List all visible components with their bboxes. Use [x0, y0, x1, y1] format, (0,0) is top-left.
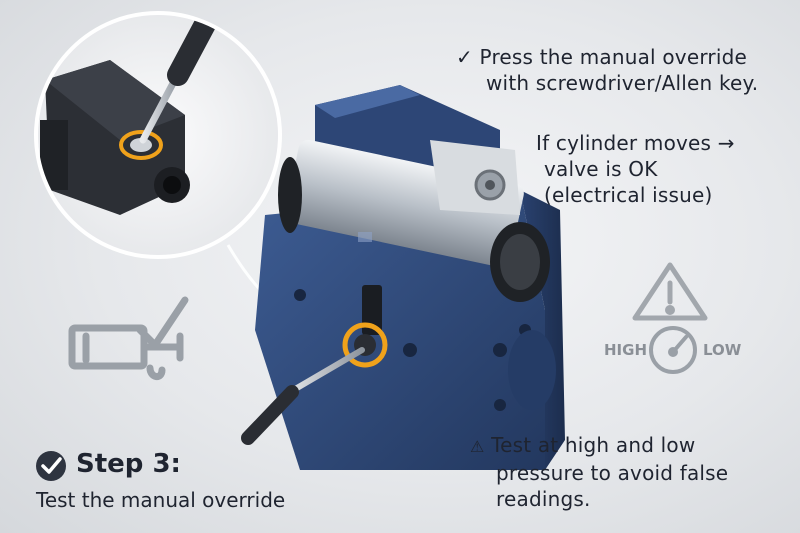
cylinder-check-icon — [68, 296, 189, 380]
instruction-line-2a: If cylinder moves → — [536, 131, 735, 155]
step-title: Step 3: — [76, 449, 181, 479]
warning-line-3: readings. — [496, 487, 591, 511]
instruction-line-1b: with screwdriver/Allen key. — [486, 71, 759, 95]
instruction-line-2c: (electrical issue) — [544, 183, 713, 207]
warning-small-icon: ⚠ — [470, 437, 485, 456]
gauge-low-label: LOW — [703, 341, 742, 359]
warning-line-2: pressure to avoid false — [496, 461, 729, 485]
step-subtitle: Test the manual override — [36, 488, 286, 512]
warning-note: ⚠ Test at high and low pressure to avoid… — [470, 432, 770, 512]
warning-line-1: Test at high and low — [491, 433, 696, 457]
pressure-gauge-icon — [649, 326, 697, 374]
valve-body — [255, 85, 565, 470]
instruction-line-2b: valve is OK — [544, 157, 658, 181]
solenoid-tube — [284, 139, 524, 268]
step-block: Step 3: Test the manual override — [36, 448, 436, 514]
override-highlight-ring — [342, 322, 388, 368]
connector-block — [430, 140, 520, 215]
zoom-inset — [34, 11, 282, 259]
warning-triangle-icon — [632, 262, 708, 321]
allen-key-tool — [241, 347, 365, 445]
instruction-result: If cylinder moves → valve is OK (electri… — [536, 130, 786, 208]
step-check-icon — [36, 451, 66, 481]
instruction-override: ✓ Press the manual override with screwdr… — [456, 44, 786, 96]
gauge-high-label: HIGH — [604, 341, 648, 359]
instruction-line-1a: Press the manual override — [479, 45, 747, 69]
check-icon: ✓ — [456, 45, 473, 69]
